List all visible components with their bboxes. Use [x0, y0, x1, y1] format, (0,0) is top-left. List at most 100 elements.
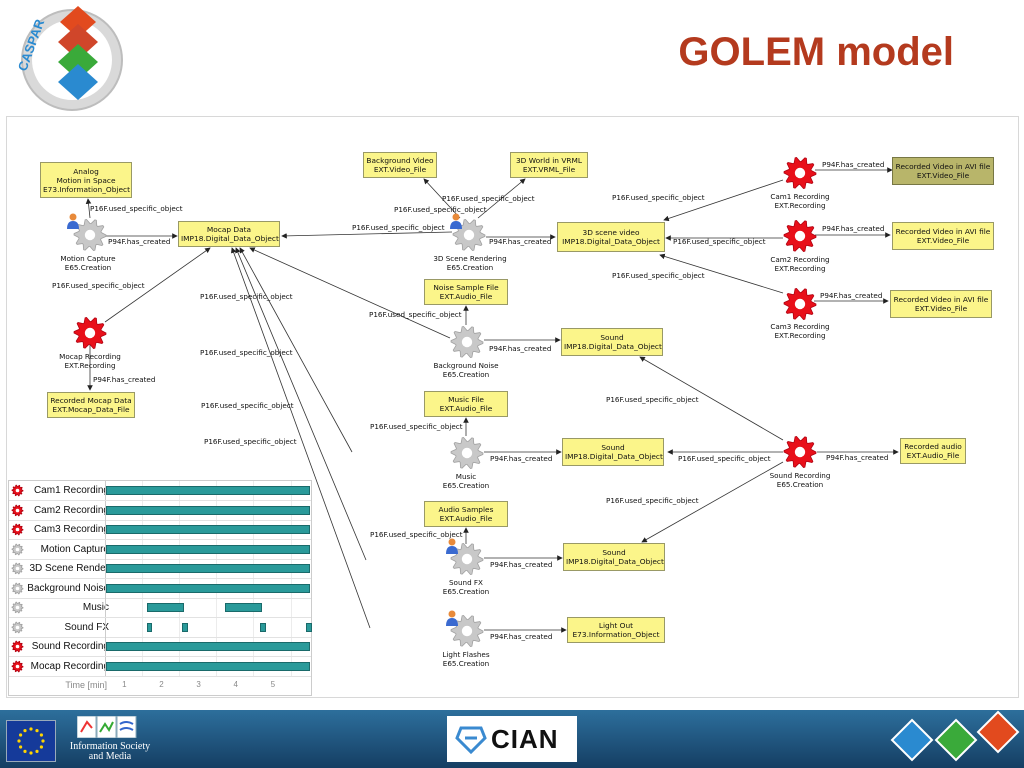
timeline-row-label: Music	[82, 602, 109, 613]
eu-flag-icon	[6, 720, 56, 762]
timeline-bar	[224, 603, 262, 612]
red-gear-icon	[11, 523, 24, 536]
timeline-row: Cam3 Recording	[9, 520, 311, 540]
timeline-track	[105, 481, 312, 500]
edge-label-created: P94F.has_created	[489, 237, 552, 246]
timeline-row-label: Sound FX	[64, 621, 109, 633]
red-gear-icon	[11, 504, 24, 517]
timeline-tick-label: 5	[270, 680, 276, 689]
timeline-row: Mocap Recording	[9, 656, 312, 677]
timeline-tick-label: 2	[159, 680, 164, 689]
partner-logo: CIAN	[447, 716, 577, 762]
person-icon	[446, 538, 458, 554]
timeline-row: Music	[9, 598, 311, 618]
timeline-row-label: 3D Scene Render	[29, 563, 110, 574]
timeline-bar	[146, 603, 184, 612]
edge-label-created: P94F.has_created	[108, 237, 171, 246]
red-gear-icon	[783, 287, 817, 321]
grey-gear-icon	[11, 562, 24, 575]
timeline-track	[105, 656, 312, 676]
timeline-tick-label: 3	[196, 680, 201, 689]
timeline-row-label: Sound Recording	[31, 641, 109, 652]
timeline-row: Cam1 Recording	[9, 481, 311, 501]
timeline-row-label: Motion Capture	[40, 543, 109, 555]
timeline-bar	[106, 661, 311, 671]
timeline-row: Sound Recording	[9, 637, 311, 657]
red-gear-icon	[783, 156, 817, 190]
edge-label-used: P16F.used_specific_object	[369, 310, 462, 319]
timeline-track	[105, 578, 312, 598]
edge-label-used: P16F.used_specific_object	[612, 271, 705, 280]
red-gear-icon	[73, 316, 107, 350]
grey-gear-icon	[450, 542, 484, 576]
timeline-row-label: Background Noise	[27, 582, 109, 594]
timeline-track	[105, 559, 312, 578]
timeline-tick-label: 4	[233, 680, 238, 689]
timeline-row: Cam2 Recording	[9, 500, 311, 521]
partner-logo-text: CIAN	[491, 724, 559, 754]
edge-label-used: P16F.used_specific_object	[370, 530, 463, 539]
red-gear-icon	[11, 640, 24, 653]
edge-label-used: P16F.used_specific_object	[370, 422, 463, 431]
grey-gear-icon	[73, 218, 107, 252]
edge-label-used: P16F.used_specific_object	[200, 348, 293, 357]
timeline-row: 3D Scene Render	[9, 559, 311, 579]
caspar-logo: CASPAR	[15, 6, 123, 111]
timeline-row: Motion Capture	[9, 539, 311, 560]
edge-label-used: P16F.used_specific_object	[606, 395, 699, 404]
grey-gear-icon	[11, 582, 24, 595]
timeline-track	[105, 598, 312, 617]
timeline-bar	[106, 642, 311, 651]
timeline-row-label: Cam1 Recording	[33, 485, 109, 496]
timeline-track	[105, 637, 312, 656]
information-society-text: Information Society and Media	[69, 741, 151, 762]
edge-label-created: P94F.has_created	[822, 224, 885, 233]
edge-label-used: P16F.used_specific_object	[52, 281, 145, 290]
timeline-bar	[182, 622, 188, 632]
edge-label-used: P16F.used_specific_object	[200, 292, 293, 301]
page-title: GOLEM model	[678, 30, 954, 74]
timeline-row-label: Cam2 Recording	[33, 504, 109, 516]
timeline-bar	[106, 583, 311, 593]
edge-label-used: P16F.used_specific_object	[352, 223, 445, 232]
timeline-bar	[260, 622, 266, 632]
edge-label-created: P94F.has_created	[490, 632, 553, 641]
edge-label-used: P16F.used_specific_object	[673, 237, 766, 246]
edge-label-used: P16F.used_specific_object	[90, 204, 183, 213]
decorative-diamonds-icon	[890, 710, 1020, 762]
red-gear-icon	[11, 484, 24, 497]
person-icon	[67, 213, 79, 229]
timeline-track	[105, 617, 312, 637]
timeline-row-label: Mocap Recording	[30, 660, 109, 672]
edge-label-created: P94F.has_created	[826, 453, 889, 462]
timeline-bar	[306, 622, 312, 632]
edge-label-used: P16F.used_specific_object	[612, 193, 705, 202]
